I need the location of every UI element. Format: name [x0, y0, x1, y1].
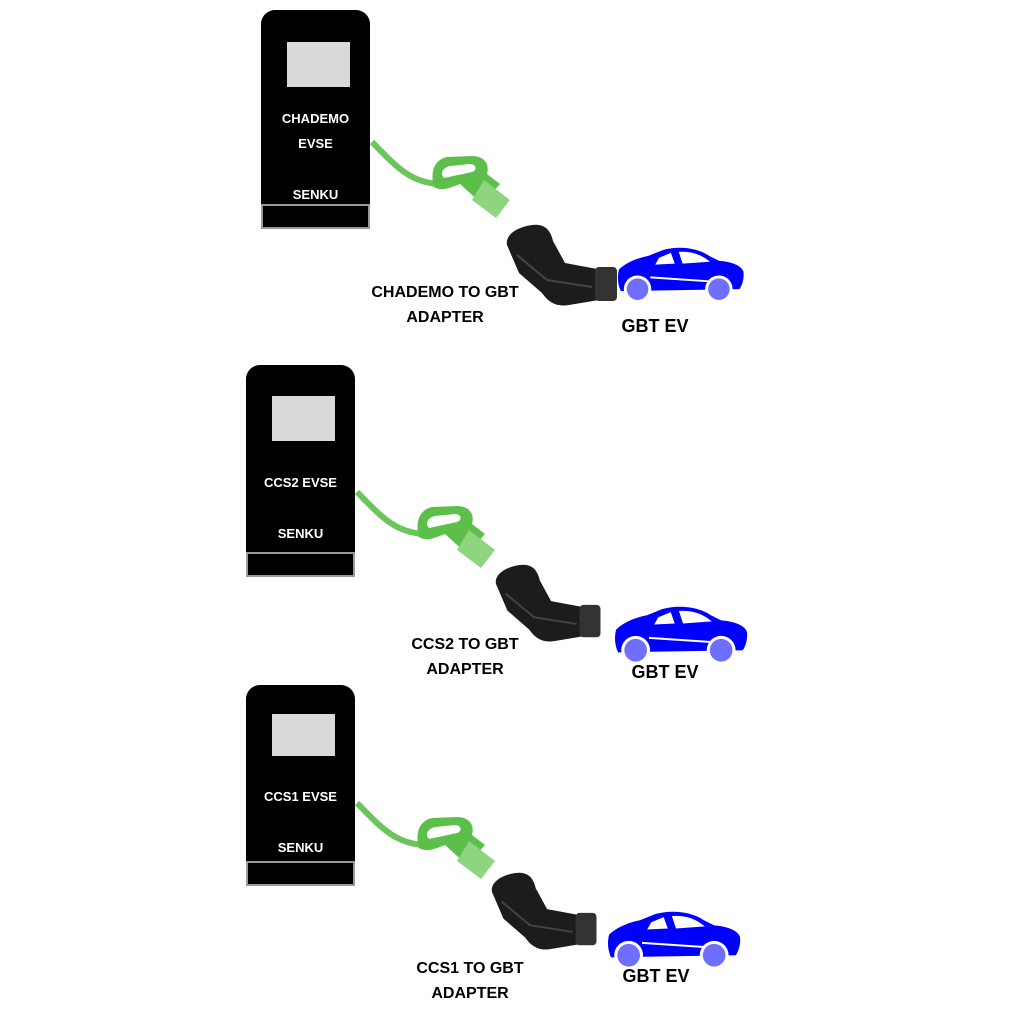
car-trim: [650, 276, 710, 283]
adapter-body: [495, 564, 584, 642]
ev-label: GBT EV: [621, 316, 689, 336]
green-charging-plug-icon: [369, 139, 510, 218]
charger-screen: [272, 396, 335, 441]
adapter-label: CHADEMO TO GBT ADAPTER: [325, 280, 565, 330]
car-wheel-rear-hub: [709, 638, 733, 662]
ccs2-evse-charger: CCS2 EVSE SENKU: [246, 365, 355, 577]
evse-label-line1: CHADEMO: [281, 111, 350, 126]
ev-label: GBT EV: [631, 662, 699, 682]
car-wheel-rear-hub: [702, 943, 726, 967]
green-charging-plug-icon: [354, 800, 495, 879]
ev-label: GBT EV: [622, 966, 690, 986]
charger-base-strip: [261, 204, 370, 229]
adapter-label: CCS2 TO GBT ADAPTER: [345, 632, 585, 682]
evse-label: CCS1 EVSE: [264, 789, 337, 804]
charger-base-strip: [246, 552, 355, 577]
charger-base-strip: [246, 861, 355, 886]
green-charging-plug-icon: [354, 489, 495, 568]
evse-label: CCS2 EVSE: [264, 475, 337, 490]
adapter-label-line2: ADAPTER: [406, 309, 484, 326]
adapter-highlight: [504, 592, 577, 625]
car-wheel-front-hub: [624, 638, 647, 662]
chademo-evse-charger: CHADEMO EVSE SENKU: [261, 10, 370, 229]
car-window: [647, 915, 705, 930]
car-trim: [648, 636, 711, 644]
adapter-icon: [491, 872, 597, 950]
brand-label: SENKU: [292, 187, 339, 202]
adapter-label-line1: CHADEMO TO GBT: [371, 284, 519, 301]
car-wheel-front-hub: [617, 943, 640, 967]
plug-tip: [457, 530, 495, 568]
charger-screen: [287, 42, 350, 87]
plug-tip: [457, 841, 495, 879]
charger-screen: [272, 714, 335, 756]
adapter-label-line2: ADAPTER: [426, 661, 504, 678]
adapter-body: [491, 872, 580, 950]
car-trim: [641, 941, 704, 949]
adapter-outlet: [579, 604, 601, 638]
adapter-label-line1: CCS2 TO GBT: [411, 636, 519, 653]
brand-label: SENKU: [277, 526, 324, 541]
evse-label-line2: EVSE: [298, 136, 333, 151]
brand-label: SENKU: [277, 840, 324, 855]
adapter-outlet: [595, 267, 617, 301]
gbt-ev-car-icon: [615, 606, 748, 665]
adapter-outlet: [575, 912, 597, 946]
adapter-icon: [495, 564, 601, 642]
adapter-label: CCS1 TO GBT ADAPTER: [350, 956, 590, 1006]
gbt-ev-car-icon: [608, 911, 741, 970]
adapter-icon: [506, 224, 617, 306]
adapter-label-line2: ADAPTER: [431, 985, 509, 1002]
adapter-highlight: [500, 900, 573, 933]
gbt-ev-car-icon: [617, 247, 744, 303]
adapter-highlight: [516, 254, 593, 288]
car-wheel-rear-hub: [708, 278, 730, 300]
ccs1-evse-charger: CCS1 EVSE SENKU: [246, 685, 355, 886]
car-window: [655, 251, 711, 265]
car-window: [654, 610, 712, 625]
car-wheel-front-hub: [626, 278, 649, 300]
plug-tip: [472, 180, 510, 218]
adapter-label-line1: CCS1 TO GBT: [416, 960, 524, 977]
